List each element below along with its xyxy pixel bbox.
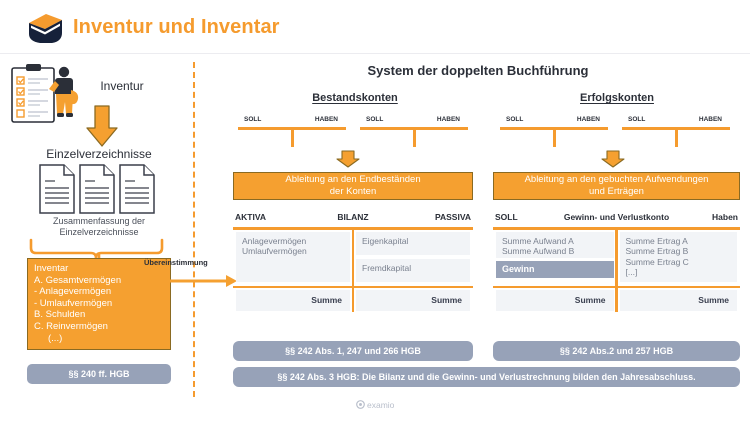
t-account-2-soll-label: SOLL xyxy=(366,116,384,123)
guv-sum-left: Summe xyxy=(496,290,614,311)
double-headed-horizontal-arrow-icon xyxy=(146,272,238,290)
guv-haben-cell-ertrag: Summe Ertrag A Summe Ertrag B Summe Ertr… xyxy=(619,231,737,282)
t-account-4: SOLL HABEN xyxy=(622,116,730,150)
inventar-ellipsis: (...) xyxy=(48,332,63,344)
t-account-4-haben-label: HABEN xyxy=(698,116,722,123)
big-down-arrow-icon xyxy=(84,104,120,148)
bilanz-table: AKTIVA BILANZ PASSIVA Anlagevermögen Uml… xyxy=(233,212,473,312)
t-account-2-haben-label: HABEN xyxy=(436,116,460,123)
derivation-box-right-line2: und Erträgen xyxy=(589,186,644,197)
t-account-3: SOLL HABEN xyxy=(500,116,608,150)
small-down-arrow-icon-right xyxy=(600,150,626,168)
inventar-line-3: - Umlaufvermögen xyxy=(34,297,113,309)
guv-soll-cell-aufwand: Summe Aufwand A Summe Aufwand B xyxy=(496,231,614,258)
guv-sum-right: Summe xyxy=(619,290,737,311)
guv-top-rule xyxy=(493,227,740,230)
footer-copyright-text: examio xyxy=(366,400,395,410)
vertical-dashed-divider xyxy=(193,62,195,397)
bilanz-mid-rule xyxy=(233,285,473,288)
bilanz-sum-right: Summe xyxy=(356,290,470,311)
header-divider xyxy=(0,53,750,54)
t-account-3-haben-label: HABEN xyxy=(576,116,600,123)
legal-badge-240: §§ 240 ff. HGB xyxy=(27,364,171,384)
t-account-1-soll-label: SOLL xyxy=(244,116,262,123)
guv-header-haben: Haben xyxy=(712,212,738,222)
guv-header-soll: SOLL xyxy=(495,212,518,222)
bilanz-aktiva-cell: Anlagevermögen Umlaufvermögen xyxy=(236,231,350,282)
label-zusammenfassung-line1: Zusammenfassung der xyxy=(52,216,146,226)
derivation-box-right-line1: Ableitung an den gebuchten Aufwendungen xyxy=(524,174,709,185)
bilanz-header-row: AKTIVA BILANZ PASSIVA xyxy=(233,212,473,227)
guv-body: Summe Aufwand A Summe Aufwand B Gewinn S… xyxy=(493,229,740,286)
bilanz-sum-left: Summe xyxy=(236,290,350,311)
inventar-line-5: C. Reinvermögen xyxy=(34,320,108,332)
page-title: Inventur und Inventar xyxy=(73,16,280,38)
label-inventur: Inventur xyxy=(100,79,144,93)
t-account-3-soll-label: SOLL xyxy=(506,116,524,123)
t-account-4-soll-label: SOLL xyxy=(628,116,646,123)
bilanz-sum-column-split xyxy=(351,288,355,312)
guv-sum-row: Summe Summe xyxy=(493,288,740,312)
legal-bar-left: §§ 242 Abs. 1, 247 und 266 HGB xyxy=(233,341,473,361)
t-account-3-vertical-bar xyxy=(553,127,556,147)
label-zusammenfassung-line2: Einzelverzeichnisse xyxy=(59,227,139,237)
guv-column-split xyxy=(615,229,618,286)
system-title: System der doppelten Buchführung xyxy=(367,63,589,78)
label-uebereinstimmung: Übereinstimmung xyxy=(144,258,208,267)
guv-soll-cell-gewinn: Gewinn xyxy=(496,260,614,278)
small-down-arrow-icon-left xyxy=(335,150,361,168)
legal-bar-wide: §§ 242 Abs. 3 HGB: Die Bilanz und die Ge… xyxy=(233,367,740,387)
derivation-box-left: Ableitung an den Endbeständen der Konten xyxy=(233,172,473,200)
bilanz-passiva-cell-eigenkapital: Eigenkapital xyxy=(356,231,470,255)
bilanz-header-title: BILANZ xyxy=(337,212,369,222)
derivation-box-left-line2: der Konten xyxy=(329,186,377,197)
inventar-line-4: B. Schulden xyxy=(34,309,86,321)
curly-brace-icon xyxy=(28,238,170,260)
person-with-checklist-clipboard-illustration-icon xyxy=(6,62,84,126)
copyright-icon xyxy=(355,400,365,411)
derivation-box-right: Ableitung an den gebuchten Aufwendungen … xyxy=(493,172,740,200)
guv-header-title: Gewinn- und Verlustkonto xyxy=(563,212,670,222)
guv-header-row: SOLL Gewinn- und Verlustkonto Haben xyxy=(493,212,740,227)
bilanz-top-rule xyxy=(233,227,473,230)
derivation-box-left-line1: Ableitung an den Endbeständen xyxy=(285,174,421,185)
t-account-1: SOLL HABEN xyxy=(238,116,346,150)
inventar-box: Inventar A. Gesamtvermögen - Anlagevermö… xyxy=(27,258,171,350)
bilanz-header-aktiva: AKTIVA xyxy=(235,212,267,222)
group-title-erfolgskonten: Erfolgskonten xyxy=(580,92,654,104)
inventar-line-1: A. Gesamtvermögen xyxy=(34,274,122,286)
guv-sum-column-split xyxy=(615,288,618,312)
t-account-1-vertical-bar xyxy=(291,127,294,147)
legal-bar-right: §§ 242 Abs.2 und 257 HGB xyxy=(493,341,740,361)
t-account-1-haben-label: HABEN xyxy=(314,116,338,123)
bilanz-sum-row: Summe Summe xyxy=(233,288,473,312)
group-title-bestandskonten: Bestandskonten xyxy=(312,92,398,104)
label-zusammenfassung: Zusammenfassung der Einzelverzeichnisse xyxy=(14,216,184,238)
inventar-line-2: - Anlagevermögen xyxy=(34,286,112,298)
t-account-4-vertical-bar xyxy=(675,127,678,147)
examio-envelope-logo-icon xyxy=(22,10,68,46)
page-header: Inventur und Inventar xyxy=(0,0,750,54)
bilanz-passiva-cell-fremdkapital: Fremdkapital xyxy=(356,258,470,282)
bilanz-header-passiva: PASSIVA xyxy=(434,212,471,222)
bilanz-column-split xyxy=(351,229,355,286)
t-account-2-vertical-bar xyxy=(413,127,416,147)
t-account-2: SOLL HABEN xyxy=(360,116,468,150)
inventar-line-0: Inventar xyxy=(34,263,69,274)
three-documents-icon xyxy=(38,163,156,215)
label-einzelverzeichnisse: Einzelverzeichnisse xyxy=(46,147,152,161)
guv-mid-rule xyxy=(493,285,740,288)
guv-table: SOLL Gewinn- und Verlustkonto Haben Summ… xyxy=(493,212,740,312)
footer: examio xyxy=(0,400,750,411)
bilanz-body: Anlagevermögen Umlaufvermögen Eigenkapit… xyxy=(233,229,473,286)
